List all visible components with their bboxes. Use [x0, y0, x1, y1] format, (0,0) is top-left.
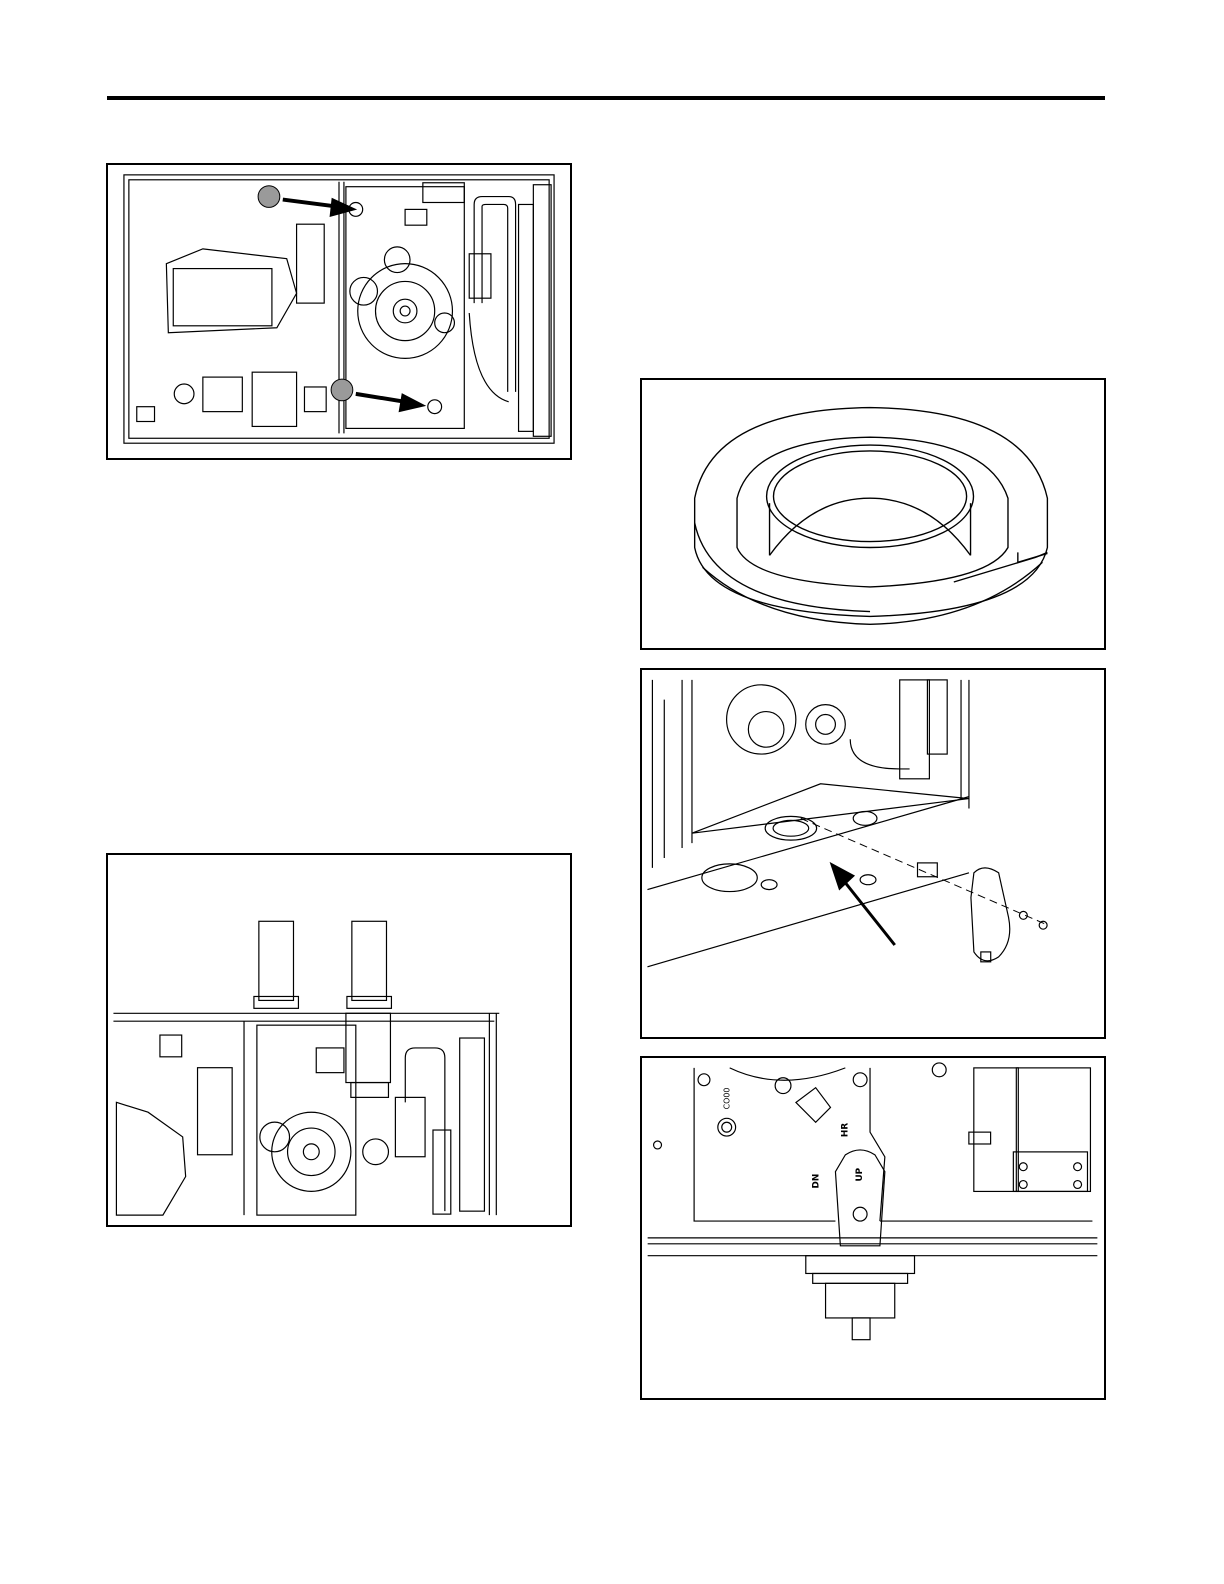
- figure-drain-assembly: [640, 668, 1106, 1039]
- grommet-drawing-icon: [642, 380, 1104, 648]
- drain-assembly-drawing-icon: [642, 670, 1104, 1037]
- furnace-interior-drawing-icon: [108, 165, 570, 458]
- drain-closeup-drawing-icon: UP HR DN CO00: [642, 1058, 1104, 1398]
- label-code: CO00: [723, 1088, 732, 1110]
- header-rule: [107, 96, 1105, 100]
- vent-pipe-drawing-icon: [108, 855, 570, 1225]
- figure-drain-closeup: UP HR DN CO00: [640, 1056, 1106, 1400]
- label-up: UP: [855, 1167, 865, 1181]
- figure-vent-pipes: [106, 853, 572, 1227]
- label-hr: HR: [840, 1123, 850, 1137]
- figure-furnace-top-view: [106, 163, 572, 460]
- label-dn: DN: [812, 1174, 822, 1189]
- figure-grommet: [640, 378, 1106, 650]
